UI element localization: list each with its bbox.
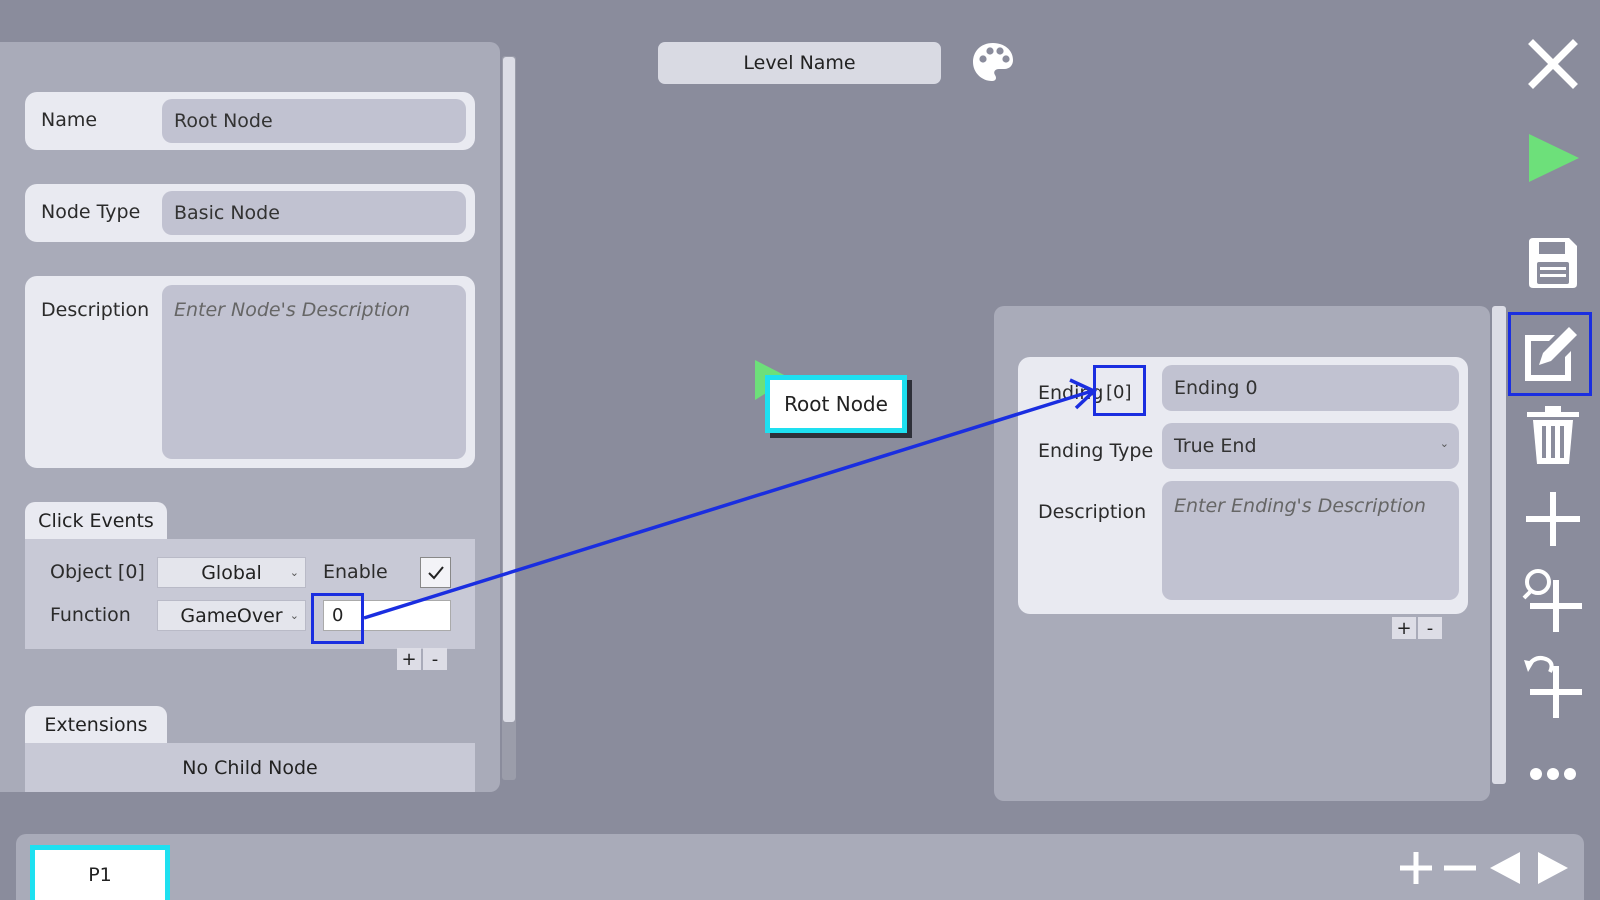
edit-icon[interactable] xyxy=(1508,312,1592,396)
close-icon[interactable] xyxy=(1520,36,1586,92)
play-icon[interactable] xyxy=(1520,128,1586,188)
function-dropdown[interactable]: GameOver ⌄ xyxy=(157,600,306,631)
node-type-card: Node Type Basic Node xyxy=(25,184,475,242)
name-label: Name xyxy=(41,109,98,131)
add-page-icon[interactable] xyxy=(1398,850,1434,886)
click-events-tab[interactable]: Click Events xyxy=(25,502,167,539)
function-value: GameOver xyxy=(180,604,283,627)
ending-description-label: Description xyxy=(1038,501,1147,523)
add-event-button[interactable]: + xyxy=(397,648,421,670)
ending-type-value: True End xyxy=(1174,435,1257,457)
scroll-thumb[interactable] xyxy=(503,57,515,722)
function-label: Function xyxy=(50,604,131,626)
save-icon[interactable] xyxy=(1520,232,1586,294)
description-label: Description xyxy=(41,299,150,321)
object-dropdown[interactable]: Global ⌄ xyxy=(157,557,306,588)
ending-index: [0] xyxy=(1106,382,1132,403)
ending-name-input[interactable]: Ending 0 xyxy=(1162,365,1459,411)
ending-panel-scrollbar[interactable] xyxy=(1492,306,1506,784)
description-input[interactable]: Enter Node's Description xyxy=(162,285,466,459)
object-value: Global xyxy=(201,561,262,584)
description-card: Description Enter Node's Description xyxy=(25,276,475,468)
left-panel-scrollbar[interactable] xyxy=(502,56,516,780)
extensions-body: No Child Node xyxy=(25,743,475,792)
remove-event-button[interactable]: - xyxy=(423,648,447,670)
check-icon xyxy=(427,565,444,579)
ending-index-highlight-box xyxy=(1093,365,1146,416)
remove-page-icon[interactable] xyxy=(1442,850,1478,886)
page-tab-p1[interactable]: P1 xyxy=(30,845,170,900)
chevron-down-icon: ⌄ xyxy=(289,609,299,622)
previous-page-icon[interactable] xyxy=(1488,850,1522,886)
ending-type-dropdown[interactable]: True End ⌄ xyxy=(1162,423,1459,469)
more-icon[interactable] xyxy=(1520,760,1586,788)
page-tab-label: P1 xyxy=(88,864,112,886)
undo-plus-icon[interactable] xyxy=(1520,650,1586,722)
node-type-label: Node Type xyxy=(41,201,141,223)
enable-checkbox[interactable] xyxy=(420,557,451,588)
node-properties-panel: Name Root Node Node Type Basic Node Desc… xyxy=(0,42,500,792)
chevron-down-icon: ⌄ xyxy=(289,566,299,579)
root-node-label: Root Node xyxy=(784,392,888,416)
zoom-plus-icon[interactable] xyxy=(1520,566,1586,636)
param-highlight-box xyxy=(311,593,364,644)
level-name-field[interactable]: Level Name xyxy=(658,42,941,84)
node-type-field[interactable]: Basic Node xyxy=(162,191,466,235)
trash-icon[interactable] xyxy=(1520,402,1586,468)
ending-type-label: Ending Type xyxy=(1038,440,1154,462)
add-ending-button[interactable]: + xyxy=(1392,617,1416,639)
ending-card: Ending [0] Ending 0 Ending Type True End… xyxy=(1018,357,1468,614)
page-bar xyxy=(16,834,1584,900)
remove-ending-button[interactable]: - xyxy=(1418,617,1442,639)
extensions-tab[interactable]: Extensions xyxy=(25,706,167,743)
no-child-node-text: No Child Node xyxy=(182,756,318,779)
palette-icon[interactable] xyxy=(970,40,1016,84)
name-input[interactable]: Root Node xyxy=(162,99,466,143)
click-events-body: Object [0] Global ⌄ Enable Function Game… xyxy=(25,539,475,649)
plus-icon[interactable] xyxy=(1520,488,1586,550)
object-label: Object [0] xyxy=(50,561,145,583)
next-page-icon[interactable] xyxy=(1536,850,1570,886)
name-card: Name Root Node xyxy=(25,92,475,150)
root-node[interactable]: Root Node xyxy=(765,375,907,433)
enable-label: Enable xyxy=(323,561,388,583)
ending-description-input[interactable]: Enter Ending's Description xyxy=(1162,481,1459,600)
chevron-down-icon: ⌄ xyxy=(1439,437,1449,450)
